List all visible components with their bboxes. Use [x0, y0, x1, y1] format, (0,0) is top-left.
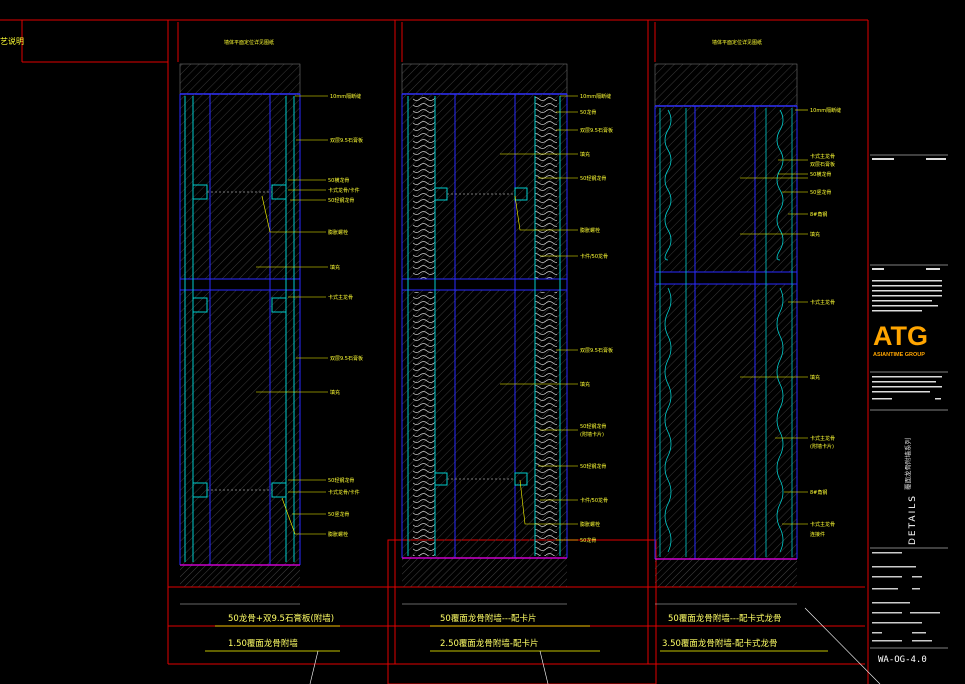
panel-1-title: 1.50覆面龙骨附墙 [228, 638, 298, 649]
callout-p2-11: (附墙卡片) [580, 431, 604, 438]
callout-p2-1: 10mm隔断缝 [580, 93, 611, 100]
callout-leaders [256, 95, 808, 541]
callout-p1-9: 双层9.5石膏板 [330, 355, 363, 362]
callout-p2-5: 50轻钢龙骨 [580, 175, 606, 182]
panel-3-section [654, 63, 798, 587]
callout-p1-2: 双层9.5石膏板 [330, 137, 363, 144]
top-left-label: 艺说明 [0, 36, 24, 46]
title-block: ATG ASIANTIME GROUP DETAILS 覆面龙骨附墙系列 WA-… [870, 154, 948, 665]
callout-p2-12: 50轻钢龙骨 [580, 463, 606, 470]
panel-2-section [401, 63, 568, 587]
panel-3-top-note: 墙体平面定位详见图纸 [712, 39, 762, 46]
callout-p3-10: 卡式主龙骨 [810, 435, 835, 442]
callout-p2-2: 50龙骨 [580, 109, 596, 116]
sheet-number: WA-OG-4.0 [878, 655, 927, 665]
callout-p3-13: 卡式主龙骨 [810, 521, 835, 528]
panel-3-section-caption: 50覆面龙骨附墙---配卡式龙骨 [668, 613, 782, 624]
panel-3-title: 3.50覆面龙骨附墙-配卡式龙骨 [662, 638, 778, 649]
callout-p2-15: 50龙骨 [580, 537, 596, 544]
callout-p2-13: 卡件/50龙骨 [580, 497, 608, 504]
callout-p1-13: 50竖龙骨 [328, 511, 349, 518]
callout-p2-7: 卡件/50龙骨 [580, 253, 608, 260]
callout-p1-14: 膨胀螺栓 [328, 531, 348, 538]
callout-p2-8: 双层9.5石膏板 [580, 347, 613, 354]
atg-logo: ATG [873, 321, 928, 351]
callout-p1-10: 填充 [330, 389, 340, 396]
callout-p1-3: 50横龙骨 [328, 177, 349, 184]
callout-p3-9: 填充 [810, 374, 820, 381]
panel-2-section-caption: 50覆面龙骨附墙---配卡片 [440, 613, 537, 624]
callout-p1-8: 卡式主龙骨 [328, 294, 353, 301]
panel-1-section [179, 63, 301, 587]
callout-p1-12: 卡式龙骨/卡件 [328, 489, 360, 496]
callout-p3-11: (附墙卡片) [810, 443, 834, 450]
callout-p2-10: 50轻钢龙骨 [580, 423, 606, 430]
callout-p3-1: 10mm隔断缝 [810, 107, 841, 114]
callout-p2-4: 填充 [580, 151, 590, 158]
caption-underlines [205, 625, 828, 652]
callout-p3-14: 连接件 [810, 531, 825, 538]
panel-2-title: 2.50覆面龙骨附墙-配卡片 [440, 638, 539, 649]
callout-p1-4: 卡式龙骨/卡件 [328, 187, 360, 194]
callout-p3-7: 填充 [810, 231, 820, 238]
drawing-title: 覆面龙骨附墙系列 [903, 438, 912, 490]
panel-1-top-note: 墙体平面定位详见图纸 [224, 39, 274, 46]
callout-p1-5: 50轻钢龙骨 [328, 197, 354, 204]
callout-p1-1: 10mm隔断缝 [330, 93, 361, 100]
callout-p3-12: 8#角钢 [810, 489, 827, 496]
callout-p2-6: 膨胀螺栓 [580, 227, 600, 234]
callout-p2-14: 膨胀螺栓 [580, 521, 600, 528]
callout-p3-4: 50横龙骨 [810, 171, 831, 178]
callout-p2-3: 双层9.5石膏板 [580, 127, 613, 134]
callout-p3-5: 50竖龙骨 [810, 189, 831, 196]
callout-p3-2: 卡式主龙骨 [810, 153, 835, 160]
callout-p3-6: 8#角钢 [810, 211, 827, 218]
drawing-type: DETAILS [908, 494, 918, 545]
panel-3-callouts: 10mm隔断缝 卡式主龙骨 双层石膏板 50横龙骨 50竖龙骨 8#角钢 填充 … [810, 107, 841, 538]
callout-p1-7: 填充 [330, 264, 340, 271]
company-tagline: ASIANTIME GROUP [873, 352, 925, 358]
panel-2-callouts: 10mm隔断缝 50龙骨 双层9.5石膏板 填充 50轻钢龙骨 膨胀螺栓 卡件/… [580, 93, 613, 544]
callout-p3-3: 双层石膏板 [810, 161, 835, 168]
callout-p3-8: 卡式主龙骨 [810, 299, 835, 306]
callout-p2-9: 填充 [580, 381, 590, 388]
callout-p1-6: 膨胀螺栓 [328, 229, 348, 236]
panel-1-callouts: 10mm隔断缝 双层9.5石膏板 50横龙骨 卡式龙骨/卡件 50轻钢龙骨 膨胀… [328, 93, 363, 538]
callout-p1-11: 50轻钢龙骨 [328, 477, 354, 484]
panel-1-section-caption: 50龙骨+双9.5石膏板(附墙) [228, 613, 334, 624]
